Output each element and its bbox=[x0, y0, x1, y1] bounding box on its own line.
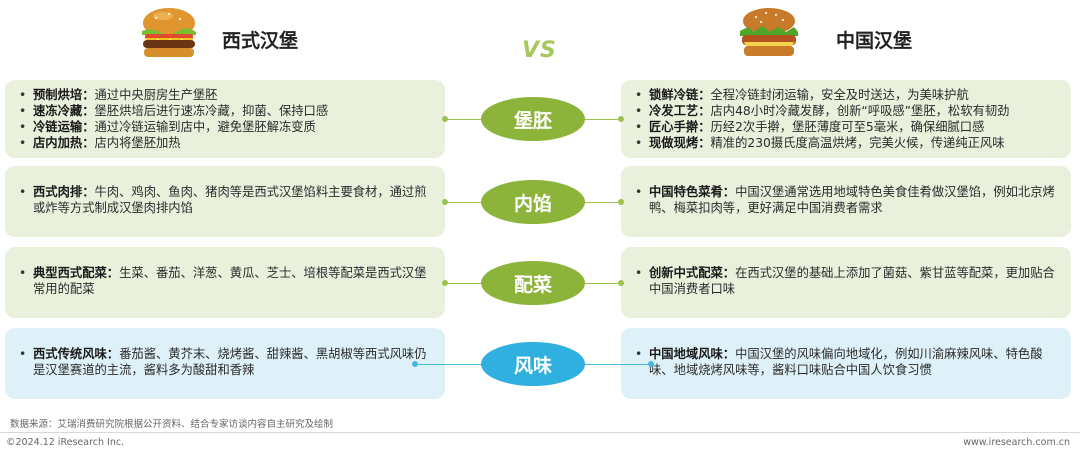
center-label-flavor: 风味 bbox=[481, 342, 585, 386]
western-burger-image bbox=[136, 6, 202, 60]
list-item: 速冻冷藏：堡胚烘培后进行速冻冷藏，抑菌、保持口感 bbox=[19, 103, 431, 119]
list-item: 冷发工艺：店内48小时冷藏发酵，创新“呼吸感”堡胚，松软有韧劲 bbox=[635, 103, 1057, 119]
row-bun-right-card: 锁鲜冷链：全程冷链封闭运输，安全及时送达，为美味护航 冷发工艺：店内48小时冷藏… bbox=[621, 80, 1071, 158]
row-filling-right-card: 中国特色菜肴：中国汉堡通常选用地域特色美食佳肴做汉堡馅，例如北京烤鸭、梅菜扣肉等… bbox=[621, 166, 1071, 237]
connector-dot bbox=[442, 199, 448, 205]
row-flavor-right-card: 中国地域风味：中国汉堡的风味偏向地域化，例如川渝麻辣风味、特色酸味、地域烧烤风味… bbox=[621, 328, 1071, 399]
connector-dot bbox=[618, 280, 624, 286]
connector-dot bbox=[618, 116, 624, 122]
western-burger-title: 西式汉堡 bbox=[222, 30, 299, 52]
row-filling-left-card: 西式肉排：牛肉、鸡肉、鱼肉、猪肉等是西式汉堡馅料主要食材，通过煎或炸等方式制成汉… bbox=[5, 166, 445, 237]
connector-dot bbox=[412, 361, 418, 367]
row-toppings-left-card: 典型西式配菜：生菜、番茄、洋葱、黄瓜、芝士、培根等配菜是西式汉堡常用的配菜 bbox=[5, 247, 445, 318]
list-item: 现做现烤：精准的230摄氏度高温烘烤，完美火候，传递纯正风味 bbox=[635, 135, 1057, 151]
list-item: 匠心手擀：历经2次手擀，堡胚薄度可至5毫米，确保细腻口感 bbox=[635, 119, 1057, 135]
list-item: 创新中式配菜：在西式汉堡的基础上添加了菌菇、紫甘蓝等配菜，更加贴合中国消费者口味 bbox=[635, 265, 1057, 297]
center-label-bun: 堡胚 bbox=[481, 97, 585, 141]
center-label-filling: 内馅 bbox=[481, 180, 585, 224]
copyright-text: ©2024.12 iResearch Inc. bbox=[6, 437, 125, 448]
list-item: 中国特色菜肴：中国汉堡通常选用地域特色美食佳肴做汉堡馅，例如北京烤鸭、梅菜扣肉等… bbox=[635, 184, 1057, 216]
list-item: 西式传统风味：番茄酱、黄芥末、烧烤酱、甜辣酱、黑胡椒等西式风味仍是汉堡赛道的主流… bbox=[19, 346, 431, 378]
row-toppings-right-card: 创新中式配菜：在西式汉堡的基础上添加了菌菇、紫甘蓝等配菜，更加贴合中国消费者口味 bbox=[621, 247, 1071, 318]
connector-dot bbox=[648, 361, 654, 367]
data-source-note: 数据来源：艾瑞消费研究院根据公开资料、结合专家访谈内容自主研究及绘制 bbox=[10, 419, 334, 430]
connector-dot bbox=[442, 116, 448, 122]
chinese-burger-image bbox=[736, 6, 802, 60]
vs-label: VS bbox=[522, 38, 557, 63]
list-item: 预制烘培：通过中央厨房生产堡胚 bbox=[19, 87, 431, 103]
chinese-burger-title: 中国汉堡 bbox=[836, 30, 913, 52]
list-item: 店内加热：店内将堡胚加热 bbox=[19, 135, 431, 151]
row-flavor-left-card: 西式传统风味：番茄酱、黄芥末、烧烤酱、甜辣酱、黑胡椒等西式风味仍是汉堡赛道的主流… bbox=[5, 328, 445, 399]
list-item: 冷链运输：通过冷链运输到店中，避免堡胚解冻变质 bbox=[19, 119, 431, 135]
connector-dot bbox=[442, 280, 448, 286]
website-link[interactable]: www.iresearch.com.cn bbox=[963, 437, 1070, 448]
row-bun-left-card: 预制烘培：通过中央厨房生产堡胚 速冻冷藏：堡胚烘培后进行速冻冷藏，抑菌、保持口感… bbox=[5, 80, 445, 158]
list-item: 西式肉排：牛肉、鸡肉、鱼肉、猪肉等是西式汉堡馅料主要食材，通过煎或炸等方式制成汉… bbox=[19, 184, 431, 216]
connector-dot bbox=[618, 199, 624, 205]
list-item: 中国地域风味：中国汉堡的风味偏向地域化，例如川渝麻辣风味、特色酸味、地域烧烤风味… bbox=[635, 346, 1057, 378]
list-item: 典型西式配菜：生菜、番茄、洋葱、黄瓜、芝士、培根等配菜是西式汉堡常用的配菜 bbox=[19, 265, 431, 297]
list-item: 锁鲜冷链：全程冷链封闭运输，安全及时送达，为美味护航 bbox=[635, 87, 1057, 103]
footer-divider bbox=[0, 432, 1080, 433]
center-label-toppings: 配菜 bbox=[481, 261, 585, 305]
